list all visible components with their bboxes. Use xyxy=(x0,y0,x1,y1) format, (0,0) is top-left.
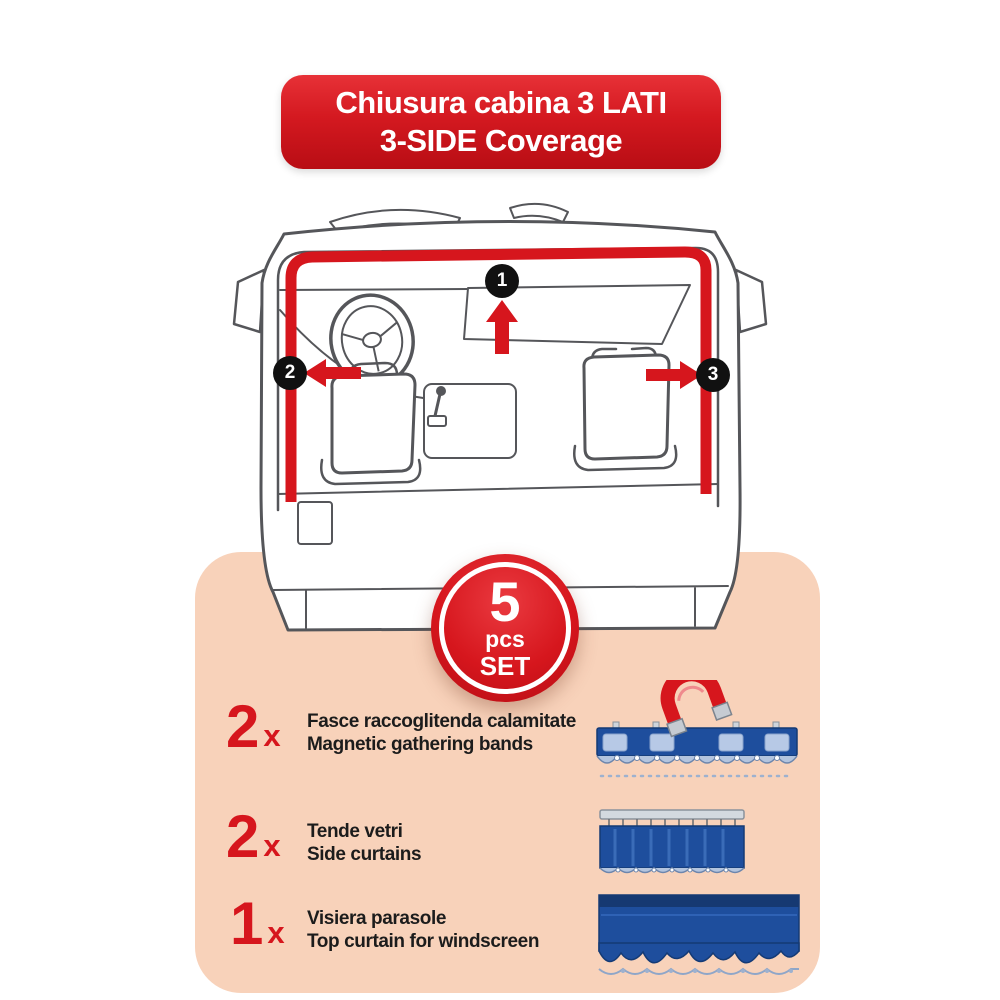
truck-cabin-illustration xyxy=(232,202,768,632)
title-line-2: 3-SIDE Coverage xyxy=(379,123,623,158)
floor-line xyxy=(277,483,719,495)
badge-count: 5 xyxy=(489,569,521,633)
curtain-rail-track xyxy=(285,246,712,502)
engine-tunnel xyxy=(423,383,517,459)
item-1-names: Fasce raccoglitenda calamitate Magnetic … xyxy=(307,710,576,756)
item-2-qty-number: 2 xyxy=(226,803,260,870)
title-banner: Chiusura cabina 3 LATI 3-SIDE Coverage xyxy=(281,75,721,169)
item-2-names: Tende vetri Side curtains xyxy=(307,820,422,866)
item-2-qty-times: x xyxy=(263,828,281,863)
door-step xyxy=(297,501,333,545)
left-mirror xyxy=(232,268,266,334)
item-1-qty-number: 2 xyxy=(226,693,260,760)
title-line-1: Chiusura cabina 3 LATI xyxy=(335,85,667,120)
passenger-seat xyxy=(573,346,678,472)
gear-lever xyxy=(433,392,442,418)
marker-2: 2 xyxy=(273,356,307,390)
magnet-icon xyxy=(660,680,733,738)
item-3-quantity: 1 x xyxy=(230,890,285,957)
badge-unit: pcs xyxy=(485,625,525,652)
windscreen xyxy=(463,284,691,345)
item-2-name-secondary: Side curtains xyxy=(307,844,422,865)
item-3-qty-times: x xyxy=(267,915,285,950)
item-3-name-primary: Visiera parasole xyxy=(307,908,447,929)
magnet-band-icon xyxy=(596,680,798,778)
pcs-set-badge: 5 pcs SET xyxy=(431,554,579,702)
item-3-qty-number: 1 xyxy=(230,890,264,957)
marker-1: 1 xyxy=(485,264,519,298)
driver-seat xyxy=(320,361,422,486)
item-1-name-primary: Fasce raccoglitenda calamitate xyxy=(307,711,576,732)
cab-interior xyxy=(277,284,719,545)
arrow-right-icon xyxy=(646,361,702,389)
side-curtain-icon xyxy=(599,809,745,874)
item-2-quantity: 2 x xyxy=(226,803,281,870)
arrow-left-icon xyxy=(304,359,361,387)
item-3-name-secondary: Top curtain for windscreen xyxy=(307,931,540,952)
badge-set-label: SET xyxy=(479,650,531,681)
arrow-up-icon xyxy=(486,300,518,354)
item-1-name-secondary: Magnetic gathering bands xyxy=(307,734,533,755)
item-3-names: Visiera parasole Top curtain for windscr… xyxy=(307,907,539,953)
top-curtain-icon xyxy=(598,894,800,975)
marker-3: 3 xyxy=(696,358,730,392)
direction-arrows xyxy=(304,300,702,389)
right-mirror xyxy=(734,268,768,334)
item-1-quantity: 2 x xyxy=(226,693,281,760)
item-2-name-primary: Tende vetri xyxy=(307,821,403,842)
item-1-qty-times: x xyxy=(263,718,281,753)
